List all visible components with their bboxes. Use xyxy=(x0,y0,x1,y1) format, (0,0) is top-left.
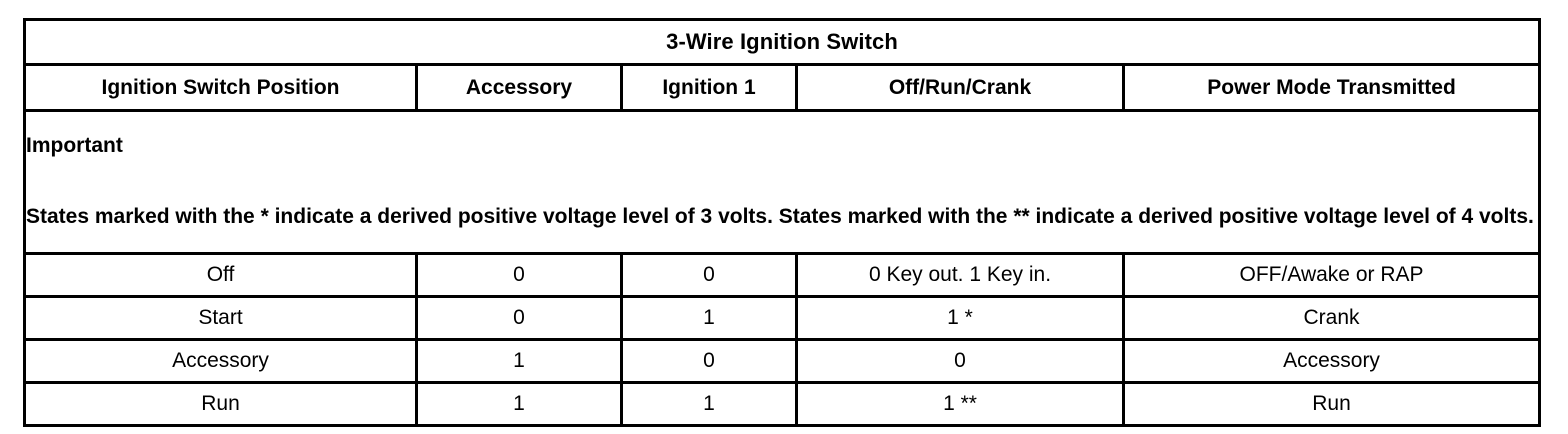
table-header-row: Ignition Switch Position Accessory Ignit… xyxy=(23,63,1542,112)
cell-ignition1: 1 xyxy=(620,295,798,341)
cell-off-run-crank: 0 xyxy=(795,338,1125,384)
cell-accessory: 1 xyxy=(415,338,623,384)
table-row: Run 1 1 1 ** Run xyxy=(23,381,1542,427)
table-row: Accessory 1 0 0 Accessory xyxy=(23,338,1542,384)
column-header-ignition-switch-position: Ignition Switch Position xyxy=(23,63,418,112)
cell-power-mode: Accessory xyxy=(1121,338,1542,384)
column-header-off-run-crank: Off/Run/Crank xyxy=(795,63,1125,112)
table-row: Start 0 1 1 * Crank xyxy=(23,295,1542,341)
cell-power-mode: OFF/Awake or RAP xyxy=(1121,252,1542,298)
cell-position: Start xyxy=(23,295,418,341)
cell-accessory: 0 xyxy=(415,252,623,298)
cell-off-run-crank: 1 ** xyxy=(795,381,1125,427)
cell-power-mode: Crank xyxy=(1121,295,1542,341)
cell-off-run-crank: 1 * xyxy=(795,295,1125,341)
important-note-heading: Important xyxy=(26,134,123,158)
table-note-row: Important States marked with the * indic… xyxy=(22,109,1542,255)
important-note: Important States marked with the * indic… xyxy=(22,109,1542,255)
important-note-body: States marked with the * indicate a deri… xyxy=(26,205,1534,228)
ignition-switch-table: 3-Wire Ignition Switch Ignition Switch P… xyxy=(22,18,1542,427)
cell-position: Off xyxy=(23,252,418,298)
table-row: Off 0 0 0 Key out. 1 Key in. OFF/Awake o… xyxy=(23,252,1542,298)
table-title-row: 3-Wire Ignition Switch xyxy=(22,18,1542,66)
cell-off-run-crank: 0 Key out. 1 Key in. xyxy=(795,252,1125,298)
cell-accessory: 0 xyxy=(415,295,623,341)
cell-position: Run xyxy=(23,381,418,427)
column-header-accessory: Accessory xyxy=(415,63,623,112)
cell-ignition1: 0 xyxy=(620,252,798,298)
cell-position: Accessory xyxy=(23,338,418,384)
cell-power-mode: Run xyxy=(1121,381,1542,427)
cell-ignition1: 0 xyxy=(620,338,798,384)
cell-ignition1: 1 xyxy=(620,381,798,427)
column-header-ignition-1: Ignition 1 xyxy=(620,63,798,112)
table-title: 3-Wire Ignition Switch xyxy=(22,18,1542,66)
column-header-power-mode-transmitted: Power Mode Transmitted xyxy=(1121,63,1542,112)
cell-accessory: 1 xyxy=(415,381,623,427)
